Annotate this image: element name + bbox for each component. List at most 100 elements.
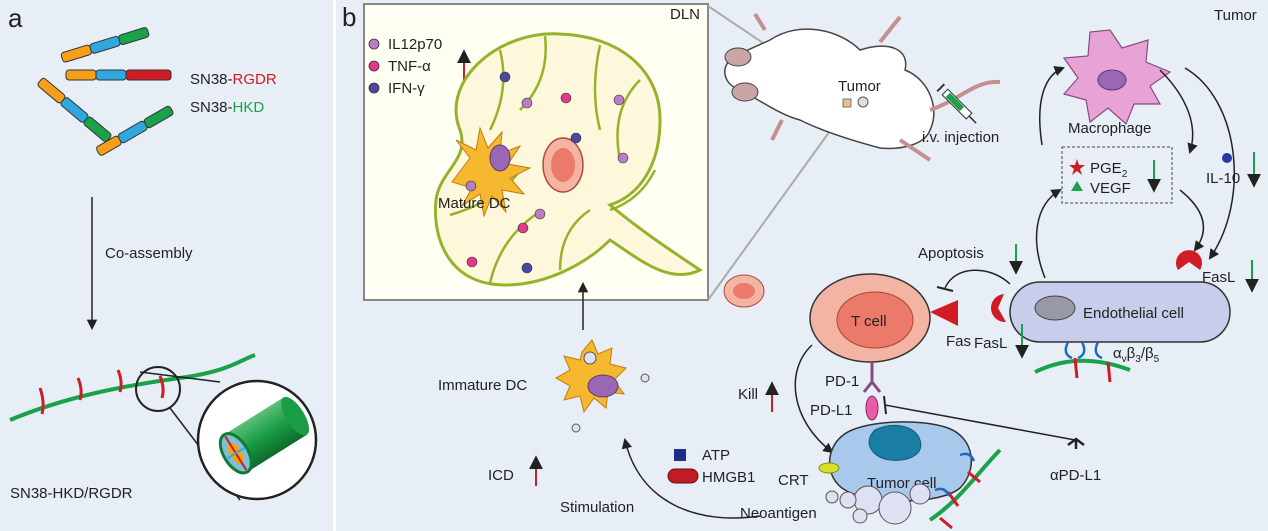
migrating-t-cell-nucleus: [733, 283, 755, 299]
apoptosis-label: Apoptosis: [918, 245, 984, 262]
injection-label: i.v. injection: [922, 129, 999, 146]
pd1-label: PD-1: [825, 373, 859, 390]
legend-il12p70: IL12p70: [388, 36, 442, 53]
atp-label: ATP: [702, 447, 730, 464]
integrin-receptors: [1064, 341, 1103, 360]
zoom-ring: [135, 366, 181, 412]
stimulation-label: Stimulation: [560, 499, 634, 516]
fas-receptor: [930, 300, 958, 326]
cytokine-dots: [465, 71, 629, 274]
rgdr-tick: [158, 375, 165, 399]
macrophage: [1062, 29, 1172, 126]
icd-label: ICD: [488, 467, 514, 484]
kill-arrow: [794, 344, 834, 454]
macrophage-label: Macrophage: [1068, 120, 1151, 137]
apdl1-inhibit-bar: [883, 395, 887, 415]
vegf-label: VEGF: [1090, 180, 1131, 197]
dashed-box: [1061, 146, 1173, 204]
fasl-receptor-right: [1176, 250, 1202, 270]
immature-dc-label: Immature DC: [438, 377, 527, 394]
rod-hkd-3: [96, 105, 174, 156]
sn38-rgdr-label: SN38-RGDR: [190, 71, 277, 88]
tumor-cell: [828, 421, 973, 502]
legend-marker-il12p70: [368, 38, 380, 50]
sn38-hkd-label: SN38-HKD: [190, 99, 264, 116]
vegf-triangle-icon: [1071, 181, 1083, 191]
co-assembly-label: Co-assembly: [105, 245, 193, 262]
panel-b: b Tumor DLN IL12p70 TNF-α IFN-γ: [336, 0, 1268, 531]
panel-a-letter: a: [8, 3, 23, 33]
crt-label: CRT: [778, 472, 809, 489]
apdl1-label: αPD-L1: [1050, 467, 1101, 484]
mouse: Tumor: [724, 12, 1001, 162]
mouse-limbs: [753, 12, 932, 162]
lymph-node-inset: DLN IL12p70 TNF-α IFN-γ: [363, 3, 709, 301]
immature-dc: [554, 339, 650, 433]
rod-hkd-1: [60, 27, 150, 63]
lymph-t-cell-nucleus: [551, 148, 575, 182]
syringe-icon: [936, 83, 977, 124]
tumor-integrins: [934, 452, 976, 497]
pd1-receptor: [862, 379, 882, 393]
rgdr-tick: [38, 387, 45, 415]
fas-label: Fas: [946, 333, 971, 350]
macrophage-arrows: [1035, 66, 1235, 279]
pge2-vegf-box: PGE2 VEGF: [1061, 146, 1173, 204]
pdl1-ligand: [865, 395, 879, 421]
fasl-receptor-left: [990, 294, 1006, 323]
tumor-region-label: Tumor: [1214, 7, 1257, 24]
mouse-tumor-dot: [857, 96, 869, 108]
t-cell-nucleus: [836, 291, 914, 349]
endothelial-rgdr-ticks: [1073, 357, 1112, 383]
integrin-label: αvβ3/β5: [1113, 345, 1160, 365]
peptide-rods: [37, 27, 174, 156]
legend-tnf: TNF-α: [388, 58, 431, 75]
fiber-cylinder: [218, 396, 310, 475]
mouse-ear: [731, 82, 759, 102]
tumor-fiber: [928, 448, 1002, 522]
il10-dot-icon: [1222, 153, 1232, 163]
nanofiber: [9, 353, 318, 501]
fasl-left-label: FasL: [974, 335, 1007, 352]
pge2-label: PGE2: [1090, 160, 1128, 180]
endothelial-fiber: [1034, 358, 1131, 374]
apoptosis-inhibit-bar: [936, 286, 954, 292]
panel-b-letter: b: [342, 2, 356, 32]
tumor-rgdr-ticks: [939, 470, 981, 530]
mouse-ear: [724, 47, 752, 67]
dln-title: DLN: [670, 6, 700, 23]
product-label: SN38-HKD/RGDR: [10, 485, 133, 502]
mouse-tumor-site: [842, 98, 852, 108]
t-cell-label: T cell: [851, 313, 887, 330]
panel-a: a SN38-R: [0, 0, 333, 531]
mature-dc-label: Mature DC: [438, 195, 511, 212]
pdl1-label: PD-L1: [810, 402, 853, 419]
stimulation-arrow: [621, 437, 761, 519]
neoantigen-label: Neoantigen: [740, 505, 817, 522]
endothelial-nucleus: [1034, 295, 1076, 321]
tumor-cell-nucleus: [868, 424, 922, 461]
hmgb1-pill-icon: [667, 468, 699, 484]
rod-rgdr-1: [65, 69, 172, 81]
legend: IL12p70 TNF-α IFN-γ: [368, 36, 471, 97]
antibody-icon: [1067, 437, 1085, 449]
rod-hkd-2: [37, 77, 112, 142]
rgdr-tick: [76, 377, 83, 401]
mouse-body: [724, 28, 935, 150]
pge2-star-icon: [1069, 159, 1085, 175]
legend-marker-tnf: [368, 60, 380, 72]
apoptosis-inhibit-line: [944, 269, 1011, 289]
endothelial-label: Endothelial cell: [1083, 305, 1184, 322]
hmgb1-label: HMGB1: [702, 469, 755, 486]
mouse-tail: [929, 79, 1001, 112]
fasl-right-label: FasL: [1202, 269, 1235, 286]
inset-connector: [707, 105, 849, 301]
neoantigen-bubbles: [825, 483, 931, 525]
crt-marker: [818, 462, 840, 474]
mouse-tumor-label: Tumor: [838, 78, 881, 95]
legend-marker-ifn: [368, 82, 380, 94]
endothelial-cell: [1009, 281, 1231, 343]
apdl1-inhibit-line: [884, 404, 1076, 441]
